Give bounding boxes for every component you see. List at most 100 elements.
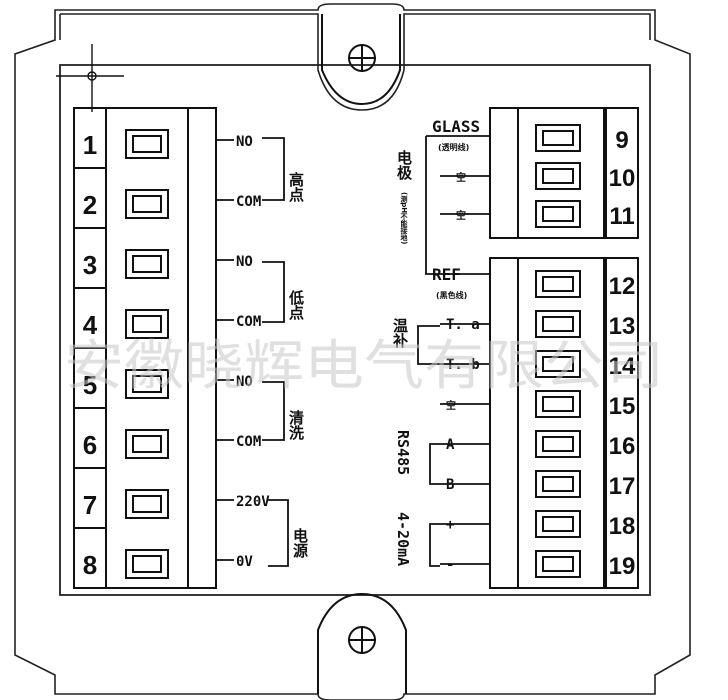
terminal-screw (535, 390, 581, 418)
left-terminal-number: 1 (83, 130, 97, 160)
terminal-screw-inner (132, 375, 162, 393)
right-terminal-number: 19 (609, 553, 636, 580)
right-terminal-number: 15 (609, 393, 636, 420)
left-signal-label: 220V (236, 494, 270, 510)
right-terminal-number: 10 (609, 165, 636, 192)
terminal-screw (125, 249, 169, 279)
left-terminal-number: 2 (83, 190, 97, 220)
terminal-screw (535, 350, 581, 378)
glass-label: GLASS (432, 117, 480, 136)
left-signal-label: NO (236, 374, 253, 390)
ref-label: REF (432, 265, 461, 284)
left-terminal-number: 3 (83, 250, 97, 280)
terminal-screw (125, 489, 169, 519)
right-lower-signal-label: + (446, 517, 454, 533)
terminal-screw-inner (132, 255, 162, 273)
right-lower-signal-label: T. b (446, 357, 480, 373)
group-label-high: 高点 (287, 171, 305, 203)
terminal-screw (125, 189, 169, 219)
right-lower-body (489, 257, 605, 589)
right-terminal-numbers: 9 10 11 12 13 14 15 16 17 18 19 (609, 127, 636, 580)
terminal-screw-inner (542, 168, 574, 184)
terminal-screw (535, 510, 581, 538)
right-terminal-number: 11 (609, 203, 634, 230)
left-terminal-block (73, 107, 217, 589)
terminal-screw (535, 550, 581, 578)
terminal-screw (535, 162, 581, 190)
terminal-screw-inner (542, 436, 574, 452)
glass-note: (透明线) (438, 142, 469, 152)
right-terminal-number: 16 (609, 433, 636, 460)
group-label-low: 低点 (287, 289, 305, 321)
terminal-screw (535, 270, 581, 298)
left-terminal-number: 5 (83, 370, 97, 400)
top-mounting-screw (321, 14, 401, 106)
right-lower-signal-label: 空 (446, 399, 456, 412)
right-terminal-number: 17 (609, 473, 636, 500)
group-label-power: 电源 (291, 527, 309, 559)
right-terminal-number: 14 (609, 353, 636, 380)
left-terminal-number: 7 (83, 490, 97, 520)
terminal-screw-inner (132, 135, 162, 153)
electrode-group-label: 电极 (395, 149, 413, 181)
right-lower-signal-label: T. a (446, 317, 480, 333)
terminal-screw-inner (542, 396, 574, 412)
right-upper-number-column (605, 107, 639, 239)
terminal-screw (125, 429, 169, 459)
current-output-label: 4-20mA (394, 512, 412, 566)
terminal-screw-inner (542, 316, 574, 332)
right-terminal-number: 12 (609, 273, 636, 300)
right-lower-edge-strip (489, 257, 519, 589)
ref-note: (黑色线) (436, 290, 467, 300)
right-lower-signal-label: A (446, 437, 455, 453)
terminal-screw-inner (542, 556, 574, 572)
electrode-group-note: (测pH不能接地) (400, 192, 408, 244)
right-terminal-number: 13 (609, 313, 636, 340)
terminal-screw-inner (542, 356, 574, 372)
left-signal-label: COM (236, 434, 261, 450)
right-upper-edge-strip (489, 107, 519, 239)
left-terminal-number: 6 (83, 430, 97, 460)
housing-outline (14, 3, 691, 700)
terminal-screw (535, 310, 581, 338)
terminal-screw (125, 549, 169, 579)
right-lower-signal-label: B (446, 477, 454, 493)
terminal-screw (125, 129, 169, 159)
bottom-mounting-screw (317, 592, 407, 694)
rs485-label: RS485 (394, 430, 412, 475)
crosshair-mark (56, 44, 124, 112)
right-terminal-number: 18 (609, 513, 636, 540)
right-upper-signal-label: 空 (456, 171, 466, 184)
right-lower-signal-label: - (446, 557, 454, 573)
terminal-screw-inner (132, 435, 162, 453)
left-signal-label: 0V (236, 554, 253, 570)
terminal-screw-inner (542, 130, 574, 146)
terminal-screw-inner (132, 315, 162, 333)
left-edge-strip (187, 107, 217, 589)
terminal-screw (535, 470, 581, 498)
right-terminal-number: 9 (615, 127, 628, 154)
left-group-brackets (262, 137, 289, 567)
right-upper-signal-label: 空 (456, 209, 466, 222)
terminal-screw (125, 369, 169, 399)
terminal-screw (125, 309, 169, 339)
electrode-bracket (425, 135, 490, 275)
terminal-screw (535, 200, 581, 228)
terminal-screw-inner (132, 495, 162, 513)
terminal-screw-inner (542, 206, 574, 222)
right-upper-terminal-block (489, 107, 639, 239)
temp-bracket (417, 325, 440, 567)
left-signal-label: NO (236, 254, 253, 270)
temp-group-label: 温补 (391, 318, 409, 349)
left-signal-label: NO (236, 134, 253, 150)
terminal-screw (535, 430, 581, 458)
terminal-screw-inner (542, 276, 574, 292)
company-watermark: 安徽晓辉电气有限公司 (64, 334, 664, 397)
terminal-screw-inner (132, 555, 162, 573)
terminal-screw (535, 124, 581, 152)
right-upper-body (489, 107, 605, 239)
group-label-wash: 清洗 (287, 409, 305, 441)
